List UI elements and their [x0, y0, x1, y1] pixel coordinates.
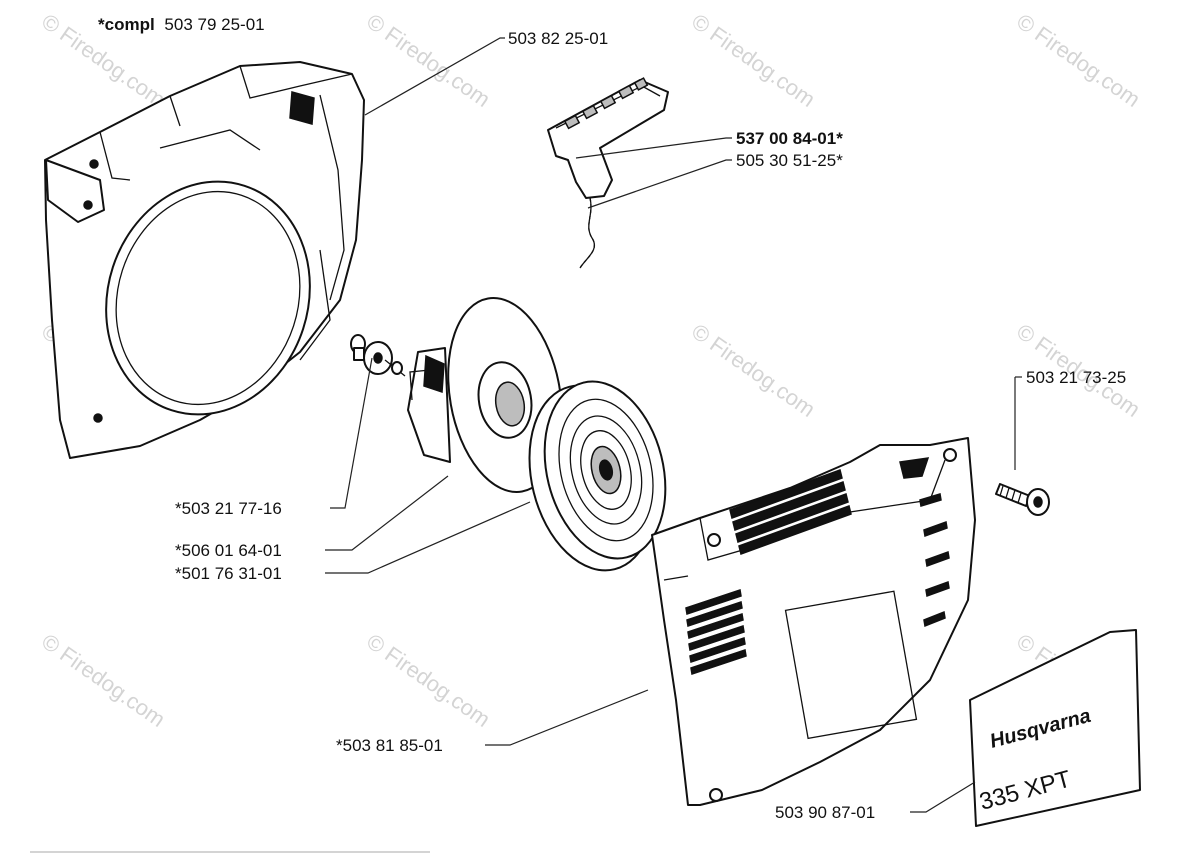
pulley-label: *506 01 64-01	[175, 541, 282, 560]
handle-label: 537 00 84-01*	[736, 129, 843, 148]
watermark: © Firedog.com	[362, 629, 495, 732]
watermark: © Firedog.com	[687, 9, 820, 112]
starter-cover-drawing	[651, 437, 976, 806]
center-screw-drawing	[350, 334, 406, 377]
cover-screw-drawing	[995, 483, 1050, 516]
decal-drawing: Husqvarna 335 XPT	[969, 629, 1141, 827]
watermark: © Firedog.com	[362, 9, 495, 112]
leader-lines	[325, 37, 1022, 813]
cord-label: 505 30 51-25*	[736, 151, 843, 170]
fan-housing-drawing	[44, 61, 365, 459]
spring-cassette-label: *501 76 31-01	[175, 564, 282, 583]
starter-handle-drawing	[547, 77, 669, 269]
watermark: © Firedog.com	[1012, 9, 1145, 112]
fan-housing-label: 503 82 25-01	[508, 29, 608, 48]
spring-cassette-drawing	[528, 380, 667, 572]
assembly-label: *compl 503 79 25-01	[98, 15, 265, 34]
part-labels: *compl 503 79 25-01 503 82 25-01 537 00 …	[98, 15, 1126, 822]
watermark: © Firedog.com	[37, 629, 170, 732]
watermark: © Firedog.com	[687, 319, 820, 422]
compl-number: 503 79 25-01	[164, 15, 264, 34]
starter-cover-label: *503 81 85-01	[336, 736, 443, 755]
center-screw-label: *503 21 77-16	[175, 499, 282, 518]
compl-prefix: *compl	[98, 15, 155, 34]
cover-screw-label: 503 21 73-25	[1026, 368, 1126, 387]
decal-label: 503 90 87-01	[775, 803, 875, 822]
